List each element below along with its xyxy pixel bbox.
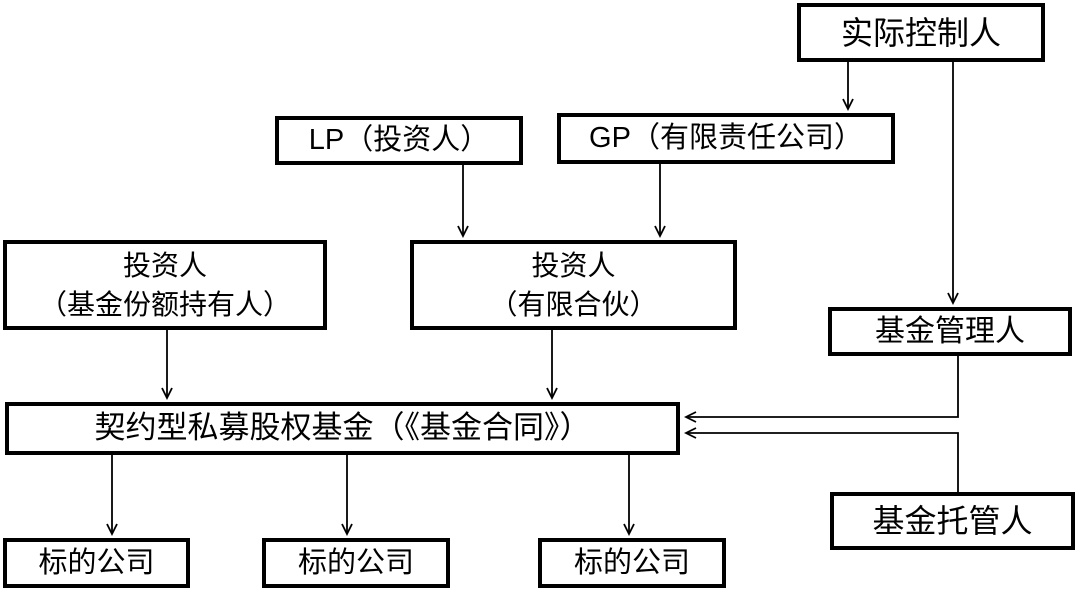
node-investor-share-line2: （基金份额持有人） — [38, 289, 291, 320]
connector-manager-to-fund — [686, 356, 959, 417]
node-target-company-2: 标的公司 — [262, 538, 450, 588]
node-actual-controller-label: 实际控制人 — [840, 14, 1001, 51]
node-investor-lp-line1: 投资人 — [531, 249, 616, 281]
node-investor-share-line1: 投资人 — [122, 249, 207, 281]
node-actual-controller: 实际控制人 — [797, 3, 1045, 62]
node-target-company-3: 标的公司 — [538, 538, 726, 588]
node-investor-limited-partnership: 投资人 （有限合伙） — [410, 240, 737, 330]
node-target-1-label: 标的公司 — [38, 546, 155, 579]
node-fund-custodian: 基金托管人 — [830, 492, 1075, 550]
node-gp-label: GP（有限责任公司） — [589, 122, 863, 155]
node-contract-private-equity-fund: 契约型私募股权基金（《基金合同》） — [5, 402, 680, 455]
node-lp-investor: LP（投资人） — [275, 116, 523, 165]
node-target-2-label: 标的公司 — [297, 546, 414, 579]
node-target-3-label: 标的公司 — [573, 546, 690, 579]
node-target-company-1: 标的公司 — [3, 538, 190, 588]
node-fund-custodian-label: 基金托管人 — [872, 503, 1033, 539]
node-fund-manager: 基金管理人 — [828, 307, 1072, 356]
node-investor-lp-line2: （有限合伙） — [489, 289, 658, 320]
node-contract-fund-label: 契约型私募股权基金（《基金合同》） — [94, 410, 591, 446]
node-gp-limited-liability-company: GP（有限责任公司） — [557, 113, 895, 164]
node-fund-manager-label: 基金管理人 — [875, 314, 1025, 348]
connector-custodian-to-fund — [686, 433, 959, 492]
node-investor-fund-share-holder: 投资人 （基金份额持有人） — [3, 240, 327, 330]
node-lp-label: LP（投资人） — [308, 124, 490, 157]
